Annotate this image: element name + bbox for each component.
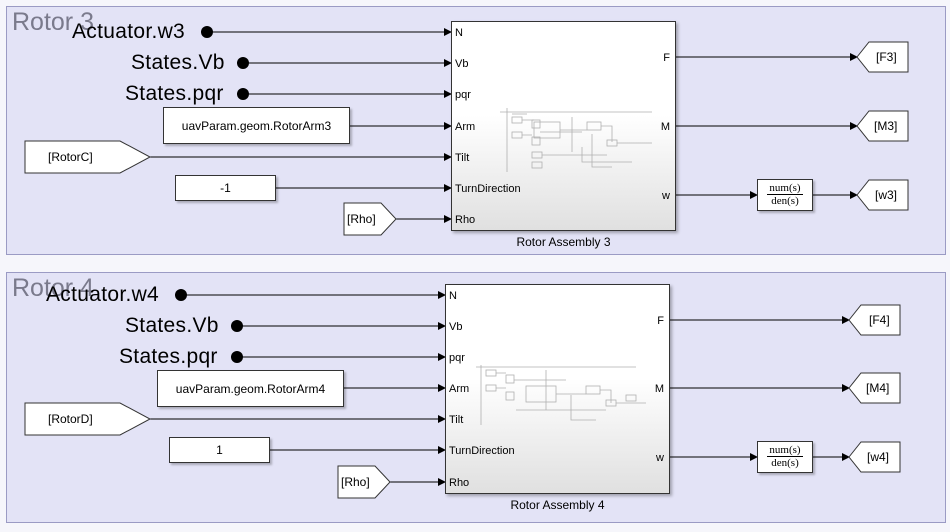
input-port-label: Rho [455,214,476,226]
output-port-label: M [654,383,664,395]
input-port-label: N [449,290,457,302]
from-block-rotord[interactable] [24,402,152,436]
constant-block-arm[interactable]: uavParam.geom.RotorArm4 [157,370,344,407]
bus-selector-dot[interactable] [237,57,249,69]
output-port-label: F [663,52,670,64]
input-port-label: Vb [455,58,469,70]
goto-block-w3[interactable] [856,179,909,211]
from-block-rho[interactable] [343,202,397,236]
bus-selector-dot[interactable] [231,351,243,363]
bus-selector-dot[interactable] [231,320,243,332]
subsystem-name: Rotor Assembly 3 [516,235,611,249]
goto-tag-label: [M3] [874,119,898,133]
bus-signal-label: States.pqr [119,345,218,368]
goto-block-m4[interactable] [848,372,901,404]
tf-denominator: den(s) [771,195,799,207]
from-block-rho[interactable] [337,465,391,499]
output-port-label: F [657,315,664,327]
goto-tag-label: [M4] [866,381,890,395]
input-port-label: Tilt [449,414,464,426]
input-port-label: Rho [449,477,470,489]
constant-block-turn-direction[interactable]: 1 [169,437,270,463]
goto-tag-label: [F3] [876,50,897,64]
bus-signal-label: Actuator.w4 [46,283,160,306]
bus-signal-label: States.Vb [125,314,219,337]
input-port-label: TurnDirection [455,183,521,195]
subsystem-rotor-assembly-4[interactable]: N Vb pqr Arm Tilt TurnDirection Rho F M … [445,284,670,494]
tf-numerator: num(s) [767,444,803,457]
input-port-label: Tilt [455,152,470,164]
bus-signal-label: Actuator.w3 [72,20,186,43]
subsystem-rotor-assembly-3[interactable]: N Vb pqr Arm Tilt TurnDirection Rho F M … [451,21,676,231]
input-port-label: Arm [455,121,476,133]
bus-selector-dot[interactable] [201,26,213,38]
tf-denominator: den(s) [771,457,799,469]
goto-block-f4[interactable] [848,304,901,336]
goto-block-f3[interactable] [856,41,909,73]
from-block-label: [Rho] [347,212,376,226]
goto-tag-label: [w4] [867,450,890,464]
area-title: Rotor 3 [12,8,94,36]
tf-numerator: num(s) [767,182,803,195]
input-port-label: TurnDirection [449,445,515,457]
transfer-fcn-block[interactable]: num(s) den(s) [757,441,813,473]
output-port-label: w [662,190,670,202]
transfer-fcn-block[interactable]: num(s) den(s) [757,179,813,211]
input-port-label: Arm [449,383,470,395]
subsystem-preview-icon [476,365,646,425]
bus-signal-label: States.Vb [131,51,225,74]
from-block-label: [RotorC] [48,150,93,164]
output-port-label: w [656,452,664,464]
input-port-label: pqr [455,89,471,101]
from-block-label: [RotorD] [48,412,93,426]
input-port-label: Vb [449,321,463,333]
bus-selector-dot[interactable] [175,289,187,301]
goto-block-w4[interactable] [848,441,901,473]
bus-selector-dot[interactable] [237,88,249,100]
from-block-label: [Rho] [341,475,370,489]
area-title: Rotor 4 [12,274,94,302]
constant-block-turn-direction[interactable]: -1 [175,175,276,201]
constant-block-arm[interactable]: uavParam.geom.RotorArm3 [163,107,350,144]
subsystem-preview-icon [500,108,652,172]
goto-tag-label: [F4] [869,313,890,327]
goto-block-m3[interactable] [856,110,909,142]
input-port-label: pqr [449,352,465,364]
output-port-label: M [660,121,670,133]
goto-tag-label: [w3] [875,188,898,202]
subsystem-name: Rotor Assembly 4 [510,498,605,512]
input-port-label: N [455,27,463,39]
bus-signal-label: States.pqr [125,82,224,105]
from-block-rotorc[interactable] [24,140,152,174]
